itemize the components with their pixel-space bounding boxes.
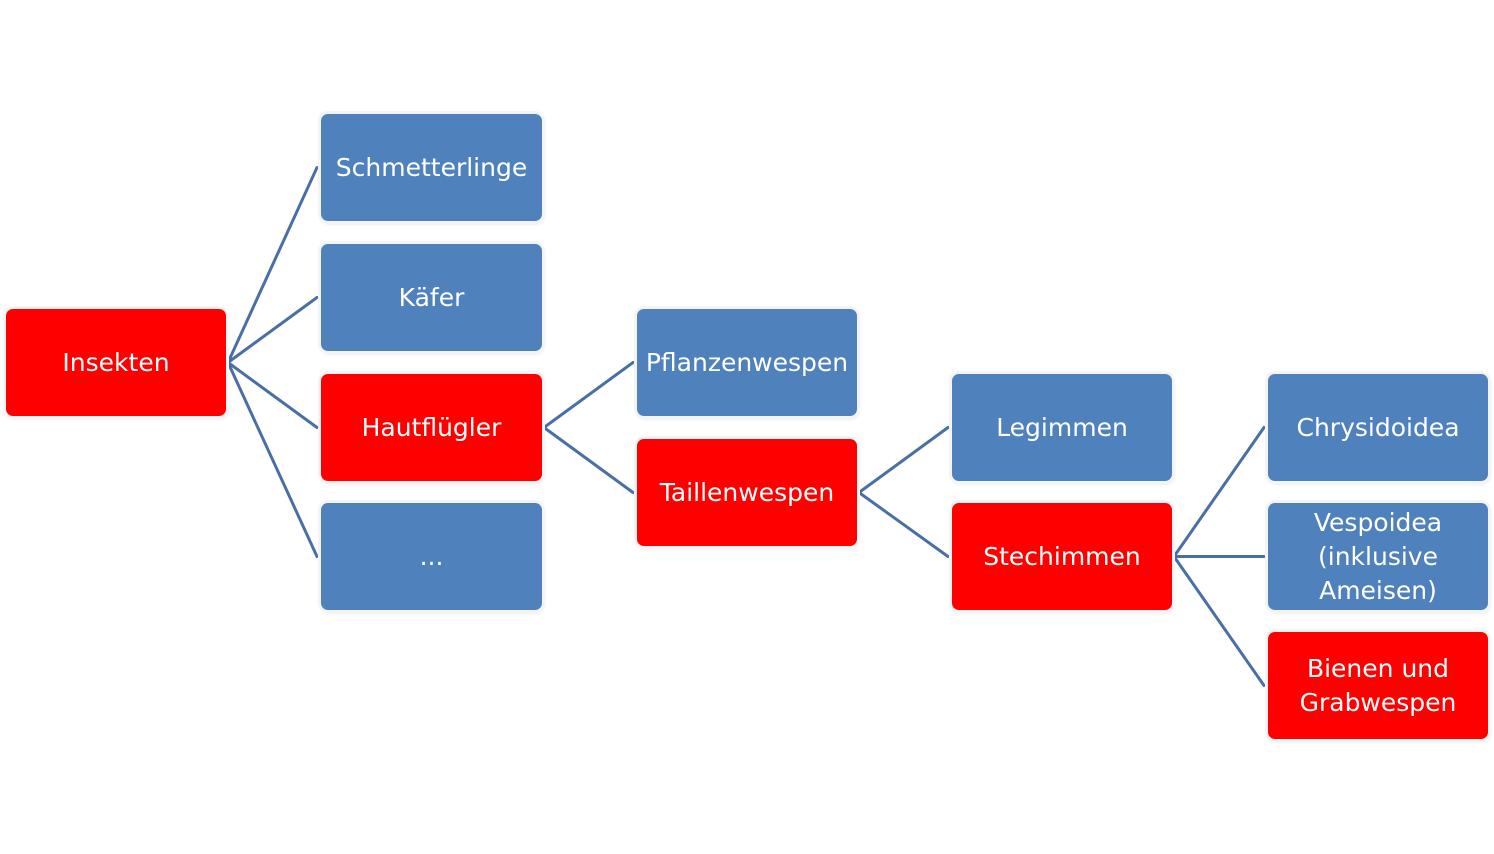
node-label: Hautflügler xyxy=(361,412,502,442)
node-hautfluegler: Hautflügler xyxy=(321,374,542,481)
node-vespoidea: Vespoidea (inklusive Ameisen) xyxy=(1268,503,1488,610)
node-chrysidoidea: Chrysidoidea xyxy=(1268,374,1488,481)
node-label: Legimmen xyxy=(996,412,1128,442)
node-ellipsis: ... xyxy=(321,503,542,610)
node-label: Taillenwespen xyxy=(659,477,835,507)
node-label: Bienen und Grabwespen xyxy=(1299,653,1457,717)
node-label: Insekten xyxy=(62,347,170,377)
connector-insekten-hautfluegler xyxy=(226,361,319,429)
node-legimmen: Legimmen xyxy=(952,374,1172,481)
connector-stechimmen-chrysidoidea xyxy=(1172,426,1266,558)
node-label: Käfer xyxy=(398,282,465,312)
node-bienen-und-grabwespen: Bienen und Grabwespen xyxy=(1268,632,1488,739)
node-insekten: Insekten xyxy=(6,309,226,416)
node-label: Schmetterlinge xyxy=(335,152,528,182)
node-label: Vespoidea (inklusive Ameisen) xyxy=(1313,507,1443,605)
node-pflanzenwespen: Pflanzenwespen xyxy=(637,309,857,416)
node-stechimmen: Stechimmen xyxy=(952,503,1172,610)
connector-hautfluegler-taillenwespen xyxy=(542,426,635,494)
node-label: Pflanzenwespen xyxy=(645,347,849,377)
node-label: Chrysidoidea xyxy=(1296,412,1460,442)
node-label: Stechimmen xyxy=(983,541,1141,571)
node-kaefer: Käfer xyxy=(321,244,542,351)
connector-stechimmen-bienen xyxy=(1172,555,1266,687)
connector-taillenwespen-legimmen xyxy=(857,426,950,494)
connector-insekten-kaefer xyxy=(226,296,319,364)
connector-insekten-schmetterlinge xyxy=(226,166,319,364)
connector-hautfluegler-pflanzenwespen xyxy=(542,361,635,429)
connector-insekten-dots xyxy=(226,361,319,558)
node-schmetterlinge: Schmetterlinge xyxy=(321,114,542,221)
node-label: ... xyxy=(419,541,444,571)
connector-taillenwespen-stechimmen xyxy=(857,491,950,558)
node-taillenwespen: Taillenwespen xyxy=(637,439,857,546)
